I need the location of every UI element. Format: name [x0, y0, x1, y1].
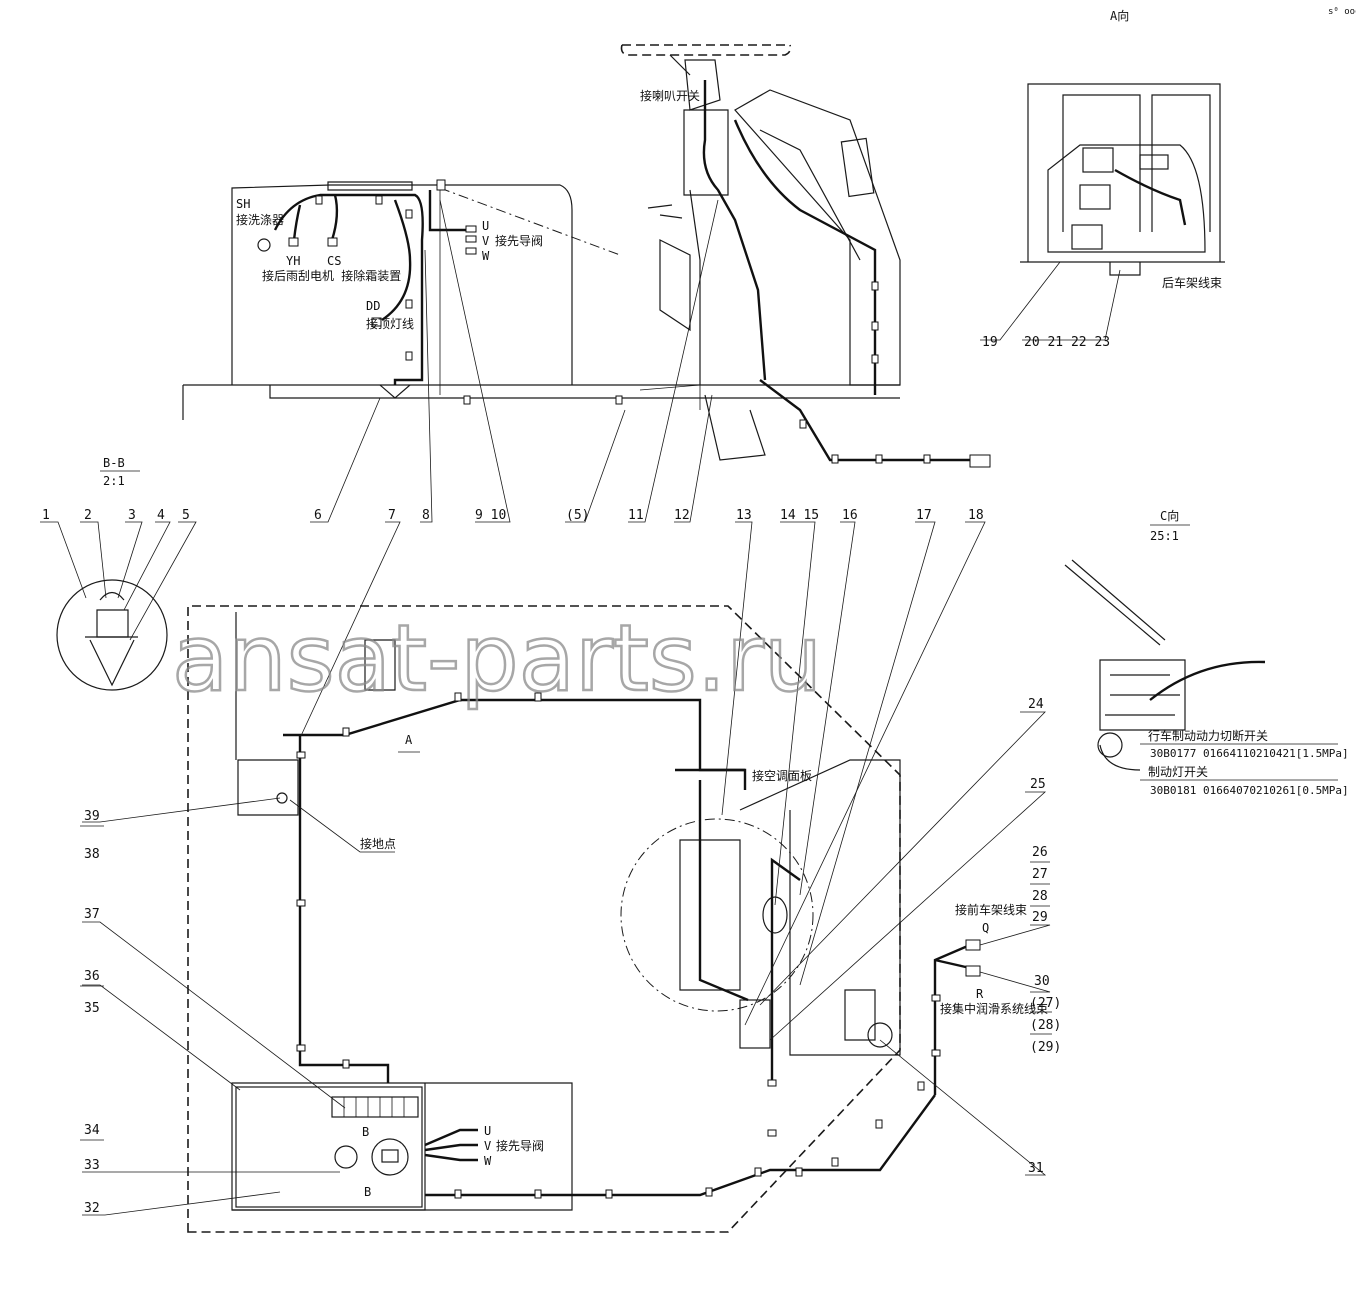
uvw-bottom-label: 接先导阀: [496, 1138, 544, 1153]
rear-frame-label: 后车架线束: [1162, 275, 1222, 290]
uvw-top-label: 接先导阀: [495, 233, 543, 248]
lube-label: 接集中润滑系统线束: [940, 1001, 1048, 1016]
callout-8: 8: [422, 508, 430, 523]
uvw-top-w: W: [482, 249, 490, 263]
brake-cutoff-spec: 30B0177 01664110210421[1.5MPa]: [1150, 747, 1349, 760]
callout-32: 32: [84, 1201, 100, 1216]
uvw-top-v: V: [482, 234, 489, 248]
callout-38: 38: [84, 847, 100, 862]
sh-label: 接洗涤器: [236, 212, 284, 227]
callout-19: 19: [982, 335, 998, 350]
view-bb-scale: 2:1: [103, 474, 125, 488]
horn-label: 接喇叭开关: [640, 88, 700, 103]
callout-28: 28: [1032, 889, 1048, 904]
view-c-title: C向: [1160, 508, 1179, 523]
yh-code: YH: [286, 254, 300, 268]
callout-26: 26: [1032, 845, 1048, 860]
callout-12: 12: [674, 508, 690, 523]
callout-25: 25: [1030, 777, 1046, 792]
callout-20-23: 20 21 22 23: [1024, 335, 1110, 350]
callout-35: 35: [84, 1001, 100, 1016]
leader-lines: [40, 199, 1121, 1216]
view-c-scale: 25:1: [1150, 529, 1179, 543]
dd-code: DD: [366, 299, 380, 313]
view-c-detail: [1064, 559, 1266, 771]
view-bb-title: B-B: [103, 456, 125, 470]
callout-29: 29: [1032, 910, 1048, 925]
callout-14-15: 14 15: [780, 508, 819, 523]
q-code: Q: [982, 921, 989, 935]
callout-4: 4: [157, 508, 165, 523]
r-code: R: [976, 987, 984, 1001]
callout-27p: (27): [1030, 996, 1061, 1011]
view-a-title: A向: [1110, 8, 1129, 23]
callout-39: 39: [84, 809, 100, 824]
ground-label: 接地点: [360, 836, 396, 851]
callout-1: 1: [42, 508, 50, 523]
brake-light-spec: 30B0181 01664070210261[0.5MPa]: [1150, 784, 1349, 797]
uvw-top-u: U: [482, 219, 489, 233]
dd-label: 接顶灯线: [366, 316, 414, 331]
uvw-bottom-w: W: [484, 1154, 492, 1168]
callout-24: 24: [1028, 697, 1044, 712]
callout-3: 3: [128, 508, 136, 523]
callout-30: 30: [1034, 974, 1050, 989]
callout-7: 7: [388, 508, 396, 523]
front-frame-label: 接前车架线束: [955, 902, 1027, 917]
brake-light-label: 制动灯开关: [1148, 765, 1208, 779]
section-bb: [56, 579, 168, 691]
view-a-detail: [1020, 83, 1225, 276]
callout-36: 36: [84, 969, 100, 984]
callout-9-10: 9 10: [475, 508, 506, 523]
callout-11: 11: [628, 508, 644, 523]
brake-cutoff-label: 行车制动动力切断开关: [1148, 728, 1268, 743]
uvw-bottom-v: V: [484, 1139, 491, 1153]
cs-code: CS: [327, 254, 341, 268]
callout-37: 37: [84, 907, 100, 922]
labels: A向 B-B 2:1 C向 25:1 A B B SH 接洗涤器 YH CS 接…: [42, 8, 1349, 1216]
callout-33: 33: [84, 1158, 100, 1173]
callout-6: 6: [314, 508, 322, 523]
callout-18: 18: [968, 508, 984, 523]
corner-mark: s⁰ ooo: [1328, 7, 1356, 17]
uvw-bottom-u: U: [484, 1124, 491, 1138]
section-b-mark-bottom: B: [364, 1185, 371, 1199]
yh-cs-label: 接后雨刮电机 接除霜装置: [262, 268, 401, 283]
callout-5p: (5): [566, 508, 589, 523]
ac-panel-label: 接空调面板: [752, 768, 812, 783]
callout-5: 5: [182, 508, 190, 523]
callout-34: 34: [84, 1123, 100, 1138]
callout-29p: (29): [1030, 1040, 1061, 1055]
sh-code: SH: [236, 197, 250, 211]
steering-column-view: [620, 44, 991, 468]
callout-27: 27: [1032, 867, 1048, 882]
watermark: ansat-parts.ru: [172, 605, 822, 712]
section-a-mark: A: [405, 733, 413, 747]
callout-16: 16: [842, 508, 858, 523]
callout-2: 2: [84, 508, 92, 523]
callout-17: 17: [916, 508, 932, 523]
section-b-mark-top: B: [362, 1125, 369, 1139]
cab-plan-view: [187, 605, 981, 1233]
callout-31: 31: [1028, 1161, 1044, 1176]
cab-side-view: [182, 179, 900, 420]
callout-28p: (28): [1030, 1018, 1061, 1033]
callout-13: 13: [736, 508, 752, 523]
